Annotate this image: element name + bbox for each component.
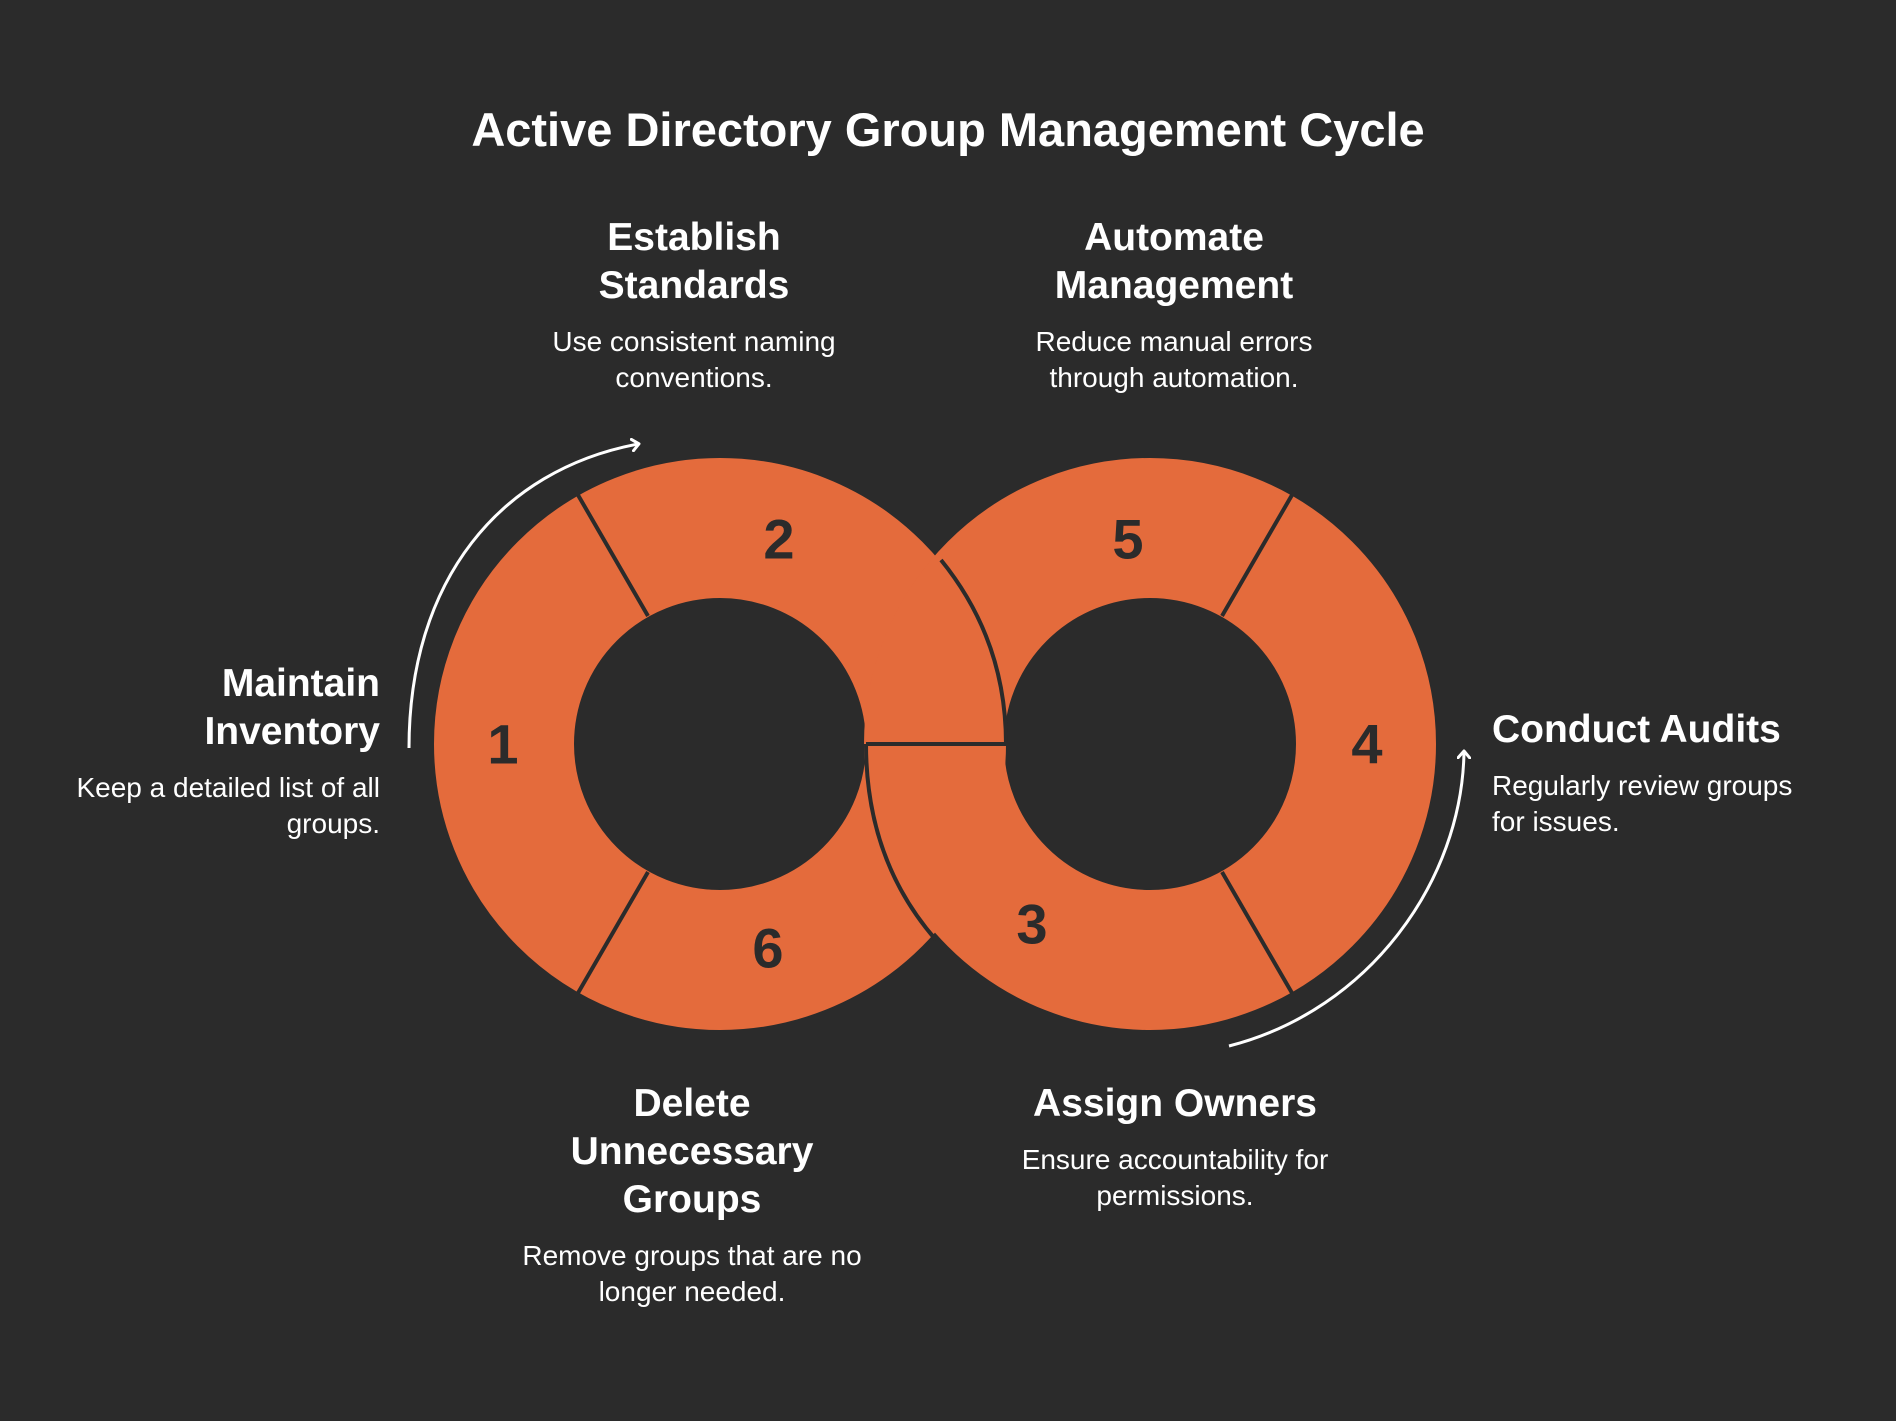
step-title: Establish Standards — [598, 216, 790, 307]
step-description: Ensure accountability for permissions. — [1021, 1144, 1329, 1211]
step-description: Use consistent naming conventions. — [552, 326, 836, 393]
step-block-delete-groups: Delete Unnecessary Groups Remove groups … — [502, 1080, 882, 1310]
step-number-4: 4 — [1351, 713, 1382, 776]
divider-3-4 — [1220, 870, 1294, 995]
step-block-assign-owners: Assign Owners Ensure accountability for … — [990, 1080, 1360, 1214]
step-description: Remove groups that are no longer needed. — [522, 1240, 862, 1307]
divider-1-6 — [576, 870, 650, 995]
step-number-3: 3 — [1016, 893, 1047, 956]
step-block-establish-standards: Establish Standards Use consistent namin… — [520, 214, 868, 396]
step-block-conduct-audits: Conduct Audits Regularly review groups f… — [1492, 706, 1842, 840]
step-description: Reduce manual errors through automation. — [1035, 326, 1313, 393]
step-description: Regularly review groups for issues. — [1492, 770, 1793, 837]
step-title: Assign Owners — [1033, 1082, 1317, 1125]
step-description: Keep a detailed list of all groups. — [76, 772, 380, 839]
step-title: Maintain Inventory — [204, 662, 380, 753]
step-number-6: 6 — [752, 917, 783, 980]
cycle-arrow-right — [1228, 752, 1464, 1048]
step-number-5: 5 — [1112, 508, 1143, 571]
step-title: Conduct Audits — [1492, 708, 1781, 751]
crossing-line-top — [939, 558, 1008, 745]
step-block-maintain-inventory: Maintain Inventory Keep a detailed list … — [40, 660, 380, 842]
step-block-automate-management: Automate Management Reduce manual errors… — [1000, 214, 1348, 396]
step-title: Automate Management — [1054, 216, 1294, 307]
step-number-1: 1 — [487, 713, 518, 776]
page-title: Active Directory Group Management Cycle — [471, 103, 1425, 156]
divider-5-4 — [1220, 493, 1294, 618]
divider-1-2 — [576, 493, 650, 618]
step-number-2: 2 — [763, 508, 794, 571]
crossing-line-bottom — [864, 743, 938, 942]
step-title: Delete Unnecessary Groups — [570, 1082, 814, 1221]
cycle-arrow-left — [407, 444, 638, 749]
